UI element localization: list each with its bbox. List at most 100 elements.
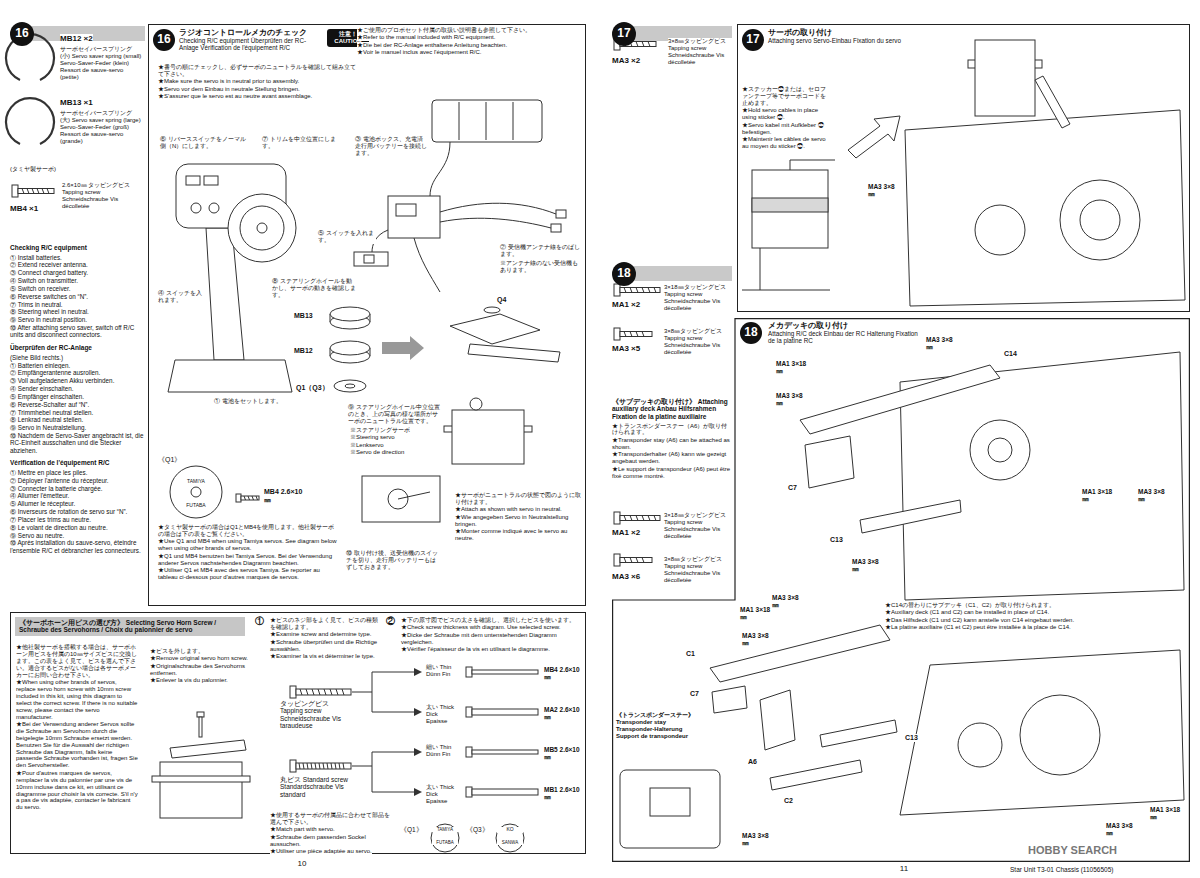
- screw: [624, 288, 656, 293]
- battery-box: [459, 102, 513, 140]
- note-text: ★Die bei der RC-Anlage enthaltene Anleit…: [357, 42, 507, 49]
- note-text: ★C14の替わりにサブデッキ（C1、C2）が取り付けられます。: [885, 602, 1055, 609]
- page-number: 11: [892, 864, 916, 873]
- watermark: HOBBY SEARCH: [1028, 844, 1117, 857]
- block-arrow: [382, 336, 424, 360]
- selector-line: [352, 672, 416, 712]
- servo: [160, 762, 242, 818]
- transmitter: [191, 203, 201, 213]
- note-text: ★番号の順にチェックし、必ずサーボのニュートラルを確認して組み立てて下さい。: [158, 64, 358, 78]
- screw: [296, 763, 351, 769]
- screw: [241, 496, 259, 500]
- part-code: A6: [748, 758, 757, 766]
- screw: [290, 760, 296, 772]
- screw: [620, 558, 652, 563]
- section-heading: Vérification de l'équipement R/C: [10, 459, 109, 466]
- chassis: [1060, 180, 1140, 260]
- chassis: [805, 436, 854, 488]
- screw: [466, 787, 472, 797]
- node-title: 18: [744, 326, 757, 340]
- step-text: ② Déployer l'antenne du récepteur.: [10, 477, 109, 484]
- step-text: ⑨ Servo in neutral position.: [10, 316, 87, 323]
- part-code: MA1 ×2: [612, 528, 640, 537]
- screw: [620, 332, 652, 337]
- note-text: ★ビスを外します。: [150, 648, 204, 655]
- node-title: 17: [746, 33, 759, 47]
- part-code: MB13 ×1: [60, 98, 93, 107]
- chassis: [1080, 200, 1120, 240]
- servo-cable: [790, 160, 835, 170]
- note-text: ★Schraube dem passenden Sockel aussuchen…: [270, 834, 395, 848]
- part-code: C13: [830, 536, 843, 544]
- part-code: MA3 3×8㎜: [742, 832, 774, 847]
- note-text: (タミヤ製サーボ): [10, 166, 56, 173]
- servo-cable: [790, 160, 835, 170]
- step-text: ⑥ Reverse switches on “N”.: [10, 293, 88, 300]
- part-code: MA3 3×8㎜: [1106, 822, 1138, 837]
- servo-saver-parts: [170, 466, 222, 518]
- part-code: Q4: [497, 296, 506, 304]
- node-title: 18: [617, 267, 630, 281]
- part-code: MA3 ×5: [612, 344, 640, 353]
- thickness-label: 太い Thick Dick Epaisse: [426, 704, 456, 725]
- callout-text: ⑨ ステアリングホイール中立位置のとき、上の写真の様な場所がサーボのニュートラル…: [348, 404, 443, 425]
- part-name: 3×18㎜タッピングビス Tapping screw Schneidschrau…: [664, 512, 732, 540]
- screw: [466, 747, 538, 757]
- screw: [614, 328, 620, 340]
- note-text: ★Transponderhalter (A6) kann wie gezeigt…: [612, 451, 732, 465]
- step-text: ④ Allumer l'émetteur.: [10, 492, 69, 499]
- step-text: ② Extend receiver antenna.: [10, 261, 88, 268]
- servo-saver-parts: [330, 307, 370, 321]
- note-text: ★Maintenir les câbles de servo au moyen …: [742, 136, 826, 150]
- chassis: [770, 760, 862, 790]
- node-title: 17: [617, 27, 630, 41]
- transmitter: [186, 176, 200, 185]
- part-code: MA3 ×6: [612, 572, 640, 581]
- callout-text: ※アンテナ線のない受信機もあります。: [500, 260, 582, 274]
- step-text: ⑤ Switch on receiver.: [10, 285, 71, 292]
- chassis: [710, 625, 890, 682]
- servo-sketch: [752, 170, 828, 248]
- part-name: 3×18㎜タッピングビス Tapping screw Schneidschrau…: [664, 284, 732, 312]
- arrowhead: [414, 708, 422, 716]
- note-text: ★Voir le manuel inclus avec l'équipement…: [357, 49, 482, 56]
- screw: [466, 787, 538, 797]
- servo-saver-parts: [170, 307, 560, 522]
- section-heading: 《サブデッキの取り付け》 Attaching auxiliary deck An…: [612, 398, 732, 420]
- note-text: ★Enlever la vis du palonnier.: [150, 677, 228, 684]
- step-text: ① Mettre en place les piles.: [10, 469, 87, 476]
- part-name: サーボセイバースプリング (小) Servo saver spring (sma…: [60, 46, 142, 80]
- battery-box: [551, 224, 561, 232]
- node-title: 《サーボホーン用ビスの選び方》 Selecting Servo Horn Scr…: [15, 617, 245, 636]
- part-code: MA1 3×18㎜: [740, 606, 772, 621]
- part-code: MA3 ×2: [612, 56, 640, 65]
- screw: [472, 670, 538, 674]
- block-arrow: [382, 336, 424, 360]
- servo-saver-parts: [345, 384, 355, 388]
- step-text: ⑦ Trims in neutral.: [10, 301, 63, 308]
- transmitter: [168, 360, 292, 392]
- note-text: ★Examiner la vis et déterminer le type.: [270, 653, 375, 660]
- servo-saver-parts: [470, 398, 482, 410]
- part-code: MA3 3×8㎜: [776, 392, 808, 407]
- screw: [472, 709, 538, 715]
- note-text: ★Wie angegeben Servo in Neutralstellung …: [455, 514, 583, 528]
- wire: [430, 142, 450, 196]
- part-code: MA1 ×2: [612, 300, 640, 309]
- note-text: ★La platine auxiliaire (C1 et C2) peut ê…: [885, 624, 1071, 631]
- screw: [466, 667, 472, 677]
- section-heading: 《トランスポンダーステー》 Transponder stay Transpond…: [616, 712, 706, 740]
- transmitter: [209, 203, 219, 213]
- screw: [614, 328, 652, 340]
- screw: [472, 750, 538, 754]
- text-holder: 17: [742, 29, 764, 51]
- screw-type: タッピングビス Tapping screw Schneidschraube Vi…: [280, 700, 348, 730]
- note-text: ※Servo de direction: [350, 449, 404, 456]
- note-text: ★Originalschraube des Servohorns entfern…: [150, 663, 250, 677]
- servo-saver-parts: [468, 344, 560, 362]
- section-heading: Checking R/C equipment: [10, 244, 87, 251]
- part-code: MA2 2.6×10㎜: [544, 706, 582, 721]
- screw: [624, 332, 644, 337]
- transmitter: [204, 176, 218, 185]
- step-text: ⑩ Après installation du sauve-servo, éte…: [10, 539, 145, 553]
